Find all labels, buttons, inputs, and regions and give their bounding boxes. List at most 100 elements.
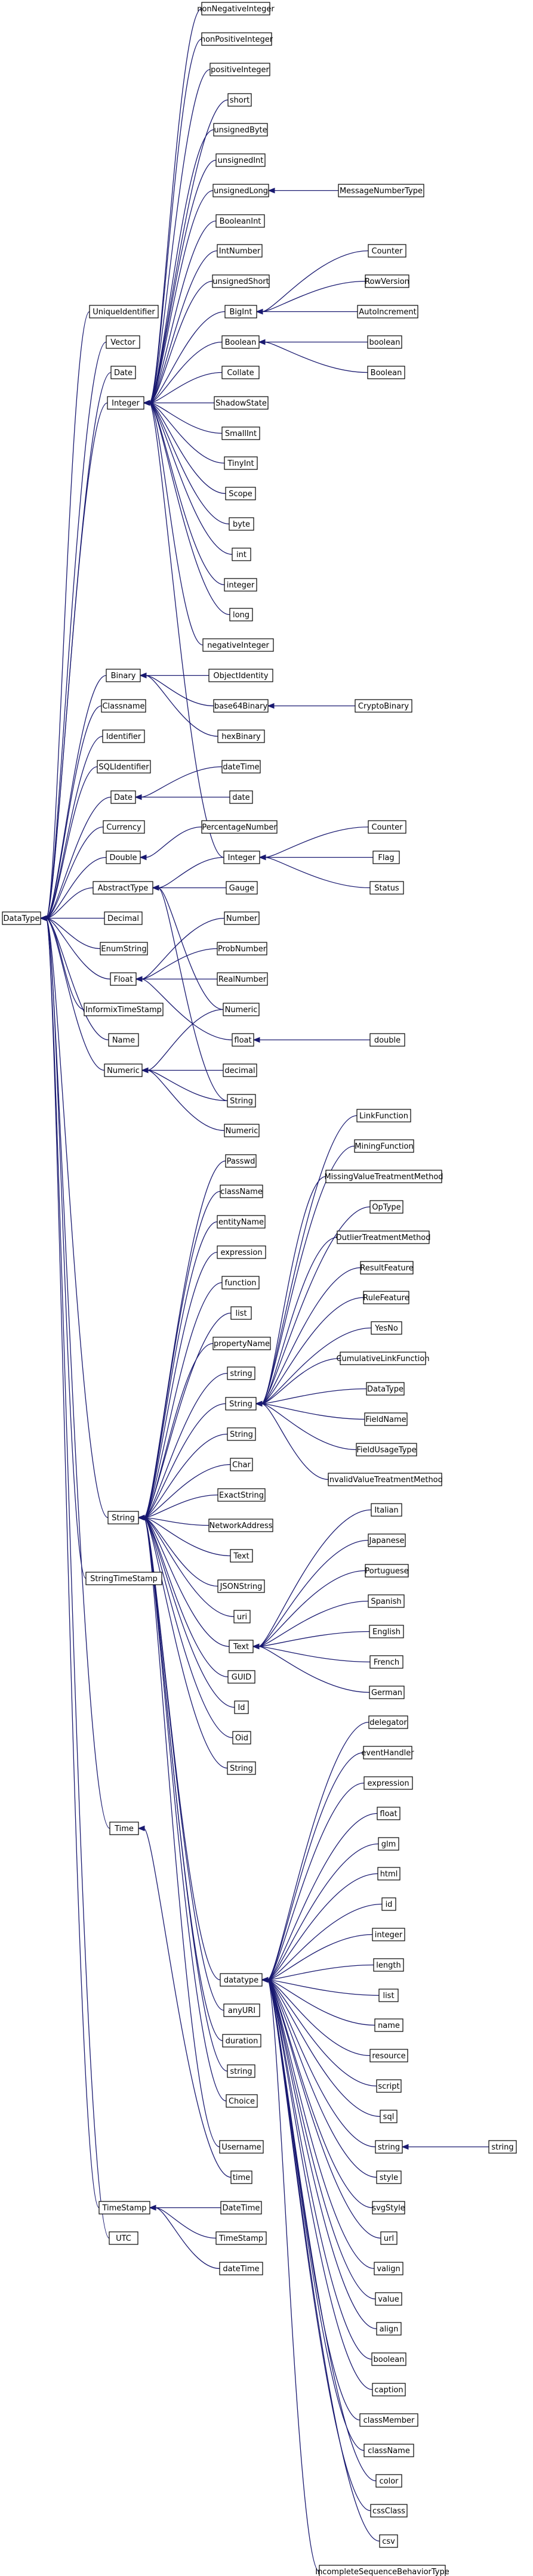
class-node[interactable]: UniqueIdentifier (89, 305, 159, 318)
class-node[interactable]: hexBinary (217, 729, 265, 743)
class-node[interactable]: valign (374, 2262, 403, 2275)
class-node[interactable]: EnumString (100, 942, 148, 955)
class-node[interactable]: style (376, 2170, 402, 2184)
class-node[interactable]: caption (372, 2383, 406, 2396)
class-node[interactable]: Date (110, 790, 136, 804)
class-node[interactable]: Flag (372, 851, 400, 864)
class-node[interactable]: Char (230, 1458, 253, 1471)
class-node[interactable]: Numeric (104, 1063, 143, 1077)
class-node[interactable]: list (378, 1989, 399, 2002)
class-node[interactable]: Time (109, 1822, 139, 1835)
class-node[interactable]: English (369, 1625, 404, 1638)
class-node[interactable]: String (227, 1761, 256, 1775)
class-node[interactable]: Numeric (223, 1003, 260, 1016)
class-node[interactable]: Scope (225, 487, 256, 500)
class-node[interactable]: UTC (109, 2231, 138, 2245)
class-node[interactable]: string (227, 2064, 255, 2078)
class-node[interactable]: ProbNumber (217, 942, 267, 955)
class-node[interactable]: color (375, 2474, 402, 2488)
class-node[interactable]: OutlierTreatmentMethod (335, 1230, 431, 1244)
class-node[interactable]: Decimal (104, 911, 143, 925)
class-node[interactable]: MessageNumberType (338, 184, 424, 197)
class-node[interactable]: nonNegativeInteger (197, 2, 275, 16)
class-node[interactable]: duration (222, 2034, 261, 2048)
class-node[interactable]: date (229, 790, 253, 804)
class-node[interactable]: delegator (368, 1715, 408, 1729)
class-node[interactable]: Text (230, 1549, 253, 1563)
class-node[interactable]: OpType (369, 1200, 403, 1214)
class-node[interactable]: propertyName (212, 1337, 271, 1350)
class-node[interactable]: PercentageNumber (201, 820, 278, 834)
class-node[interactable]: Date (110, 366, 136, 379)
class-node[interactable]: Spanish (368, 1594, 405, 1608)
class-node[interactable]: Integer (223, 851, 260, 864)
class-node[interactable]: IncompleteSequenceBehaviorType (315, 2565, 449, 2576)
class-node[interactable]: nonPositiveInteger (201, 32, 273, 46)
class-node[interactable]: Identifier (102, 729, 145, 743)
class-node[interactable]: unsignedInt (215, 153, 266, 167)
class-node[interactable]: String (227, 1094, 256, 1108)
class-node[interactable]: CryptoBinary (355, 699, 412, 713)
class-node[interactable]: eventHandler (361, 1746, 414, 1759)
class-node[interactable]: long (229, 608, 253, 621)
class-node[interactable]: DataType (366, 1382, 405, 1396)
class-node[interactable]: list (230, 1306, 252, 1320)
class-node[interactable]: Portuguese (365, 1564, 409, 1578)
class-node[interactable]: RealNumber (217, 972, 268, 986)
class-node[interactable]: SQLIdentifier (97, 760, 151, 774)
class-node[interactable]: German (369, 1686, 405, 1699)
class-node[interactable]: String (225, 1397, 257, 1411)
class-node[interactable]: unsignedLong (212, 184, 269, 197)
class-node[interactable]: svgStyle (372, 2201, 405, 2215)
class-node[interactable]: Collate (221, 366, 260, 379)
class-node[interactable]: value (375, 2292, 402, 2306)
class-node[interactable]: boolean (367, 335, 402, 349)
class-node[interactable]: Text (229, 1640, 254, 1653)
class-node[interactable]: RuleFeature (363, 1291, 409, 1304)
class-node[interactable]: Oid (232, 1731, 251, 1745)
class-node[interactable]: Username (219, 2140, 264, 2154)
class-node[interactable]: anyURI (223, 2003, 260, 2017)
class-node[interactable]: resource (369, 2049, 408, 2062)
class-node[interactable]: classMember (359, 2413, 418, 2427)
class-node[interactable]: Gauge (226, 881, 258, 895)
class-node[interactable]: BigInt (224, 305, 257, 318)
class-node[interactable]: entityName (217, 1215, 266, 1229)
class-node[interactable]: integer (372, 1928, 405, 1941)
class-node[interactable]: InvalidValueTreatmentMethod (327, 1473, 443, 1486)
class-node[interactable]: double (369, 1033, 405, 1047)
class-node[interactable]: url (380, 2231, 398, 2245)
class-node[interactable]: NetworkAddress (208, 1519, 273, 1532)
class-node[interactable]: YesNo (371, 1321, 402, 1335)
class-node[interactable]: uri (233, 1610, 251, 1623)
class-node[interactable]: Passwd (225, 1154, 257, 1168)
class-node[interactable]: boolean (371, 2352, 406, 2366)
class-node[interactable]: Name (108, 1033, 139, 1047)
class-node[interactable]: Boolean (221, 335, 260, 349)
class-node[interactable]: ResultFeature (360, 1261, 414, 1275)
class-node[interactable]: unsignedShort (212, 274, 270, 288)
class-node[interactable]: glm (378, 1837, 399, 1851)
class-node[interactable]: FieldName (364, 1412, 408, 1426)
class-node[interactable]: Number (224, 911, 260, 925)
class-node[interactable]: CumulativeLinkFunction (336, 1352, 430, 1365)
class-node[interactable]: unsignedByte (213, 123, 268, 137)
class-node[interactable]: ShadowState (214, 396, 269, 410)
class-node[interactable]: String (107, 1511, 139, 1524)
class-node[interactable]: AutoIncrement (357, 305, 418, 318)
class-node[interactable]: Numeric (224, 1124, 260, 1137)
class-node[interactable]: html (377, 1867, 400, 1881)
class-node[interactable]: Currency (103, 820, 145, 834)
class-node[interactable]: csv (379, 2534, 398, 2548)
class-node[interactable]: LinkFunction (356, 1109, 411, 1122)
class-node[interactable]: datatype (220, 1973, 263, 1987)
class-node[interactable]: StringTimeStamp (85, 1572, 162, 1585)
class-node[interactable]: Japanese (368, 1533, 406, 1547)
class-node[interactable]: dateTime (221, 760, 261, 774)
class-node[interactable]: className (363, 2444, 414, 2457)
class-node[interactable]: Float (110, 972, 137, 986)
class-node[interactable]: cssClass (370, 2504, 408, 2518)
class-node[interactable]: Counter (368, 820, 406, 834)
class-node[interactable]: integer (224, 578, 257, 592)
class-node[interactable]: Id (234, 1700, 249, 1714)
